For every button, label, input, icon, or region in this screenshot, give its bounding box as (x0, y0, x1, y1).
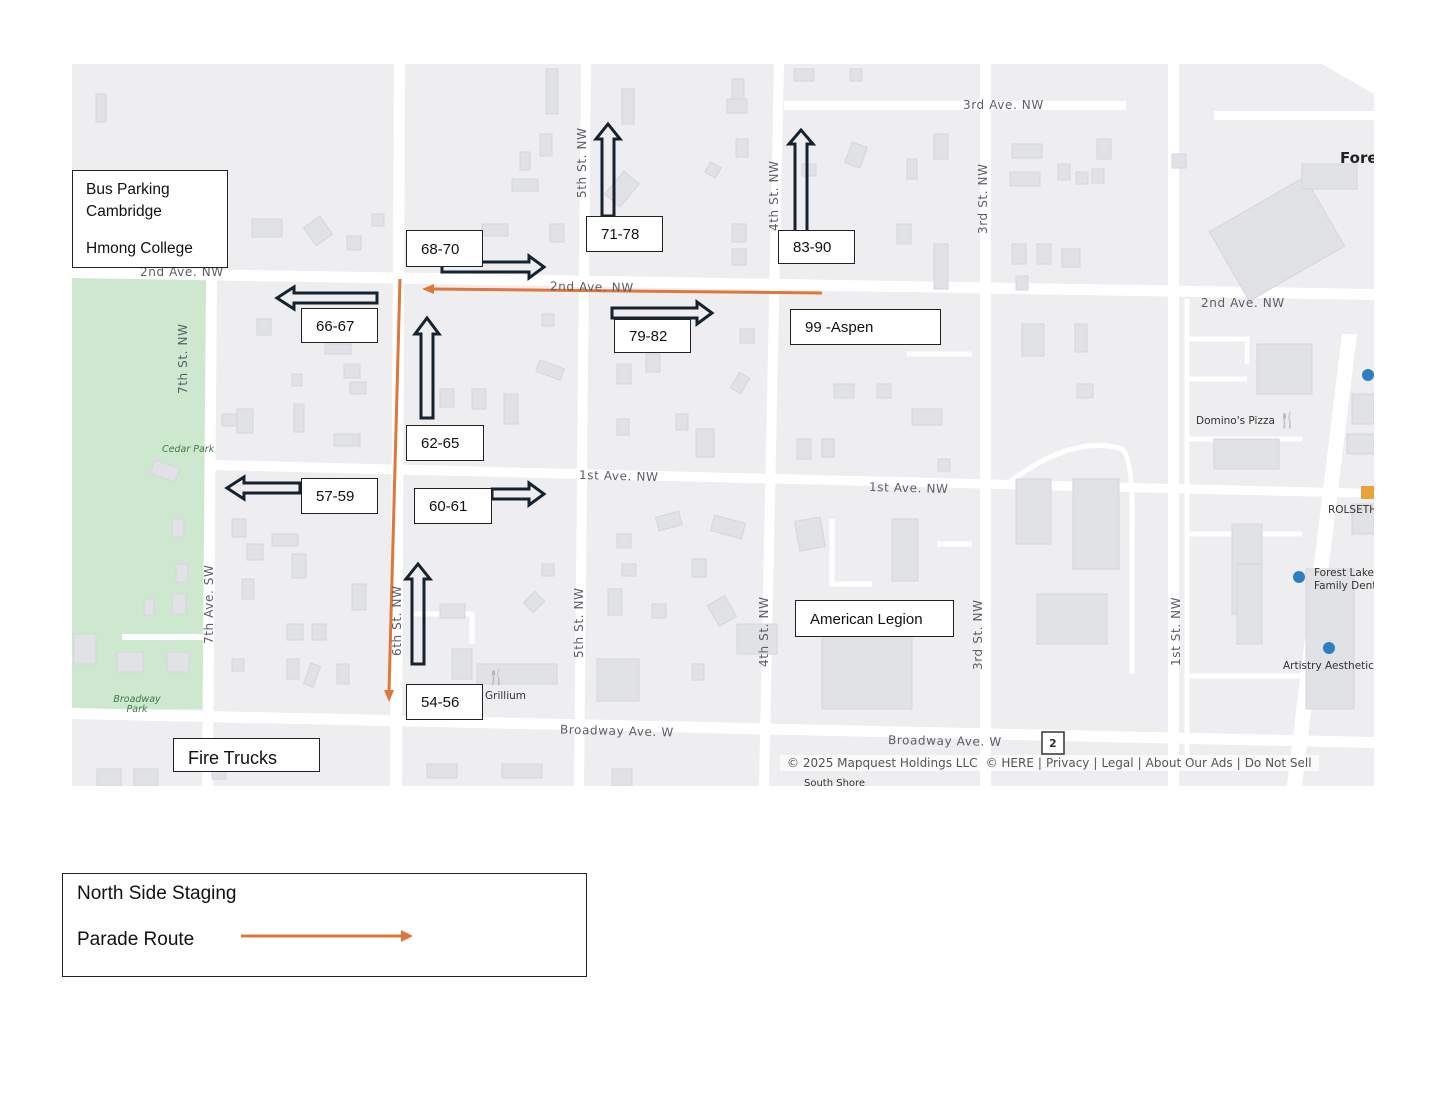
fourth-st-south-label: 4th St. NW (757, 596, 771, 667)
legend-route-label: Parade Route (77, 929, 195, 950)
staging-60-61: 60-61 (414, 488, 492, 524)
seventh-ave-sw-label: 7th Ave. SW (202, 564, 216, 644)
legend-route-arrow-icon (241, 930, 413, 942)
american-legion-label: American Legion (795, 600, 954, 637)
dominos-icon: 🍴 (1278, 411, 1297, 429)
route-shield (1041, 731, 1065, 755)
third-ave-label: 3rd Ave. NW (963, 98, 1044, 112)
staging-54-56: 54-56 (406, 684, 483, 720)
south-shore-label: South Shore (804, 778, 866, 786)
attribution-about-ads-link[interactable]: About Our Ads (1145, 756, 1233, 770)
poi-pins (1293, 369, 1374, 654)
fire-trucks-label: Fire Trucks (173, 738, 320, 772)
fourth-st-north-label: 4th St. NW (767, 160, 781, 231)
staging-66-67: 66-67 (301, 308, 378, 343)
second-ave-west-label: 2nd Ave. NW (140, 265, 224, 279)
first-st-label: 1st St. NW (1169, 596, 1183, 666)
sixth-st-label: 6th St. NW (390, 585, 404, 656)
buildings (73, 68, 1374, 786)
staging-99-aspen: 99 -Aspen (790, 309, 941, 345)
attribution-do-not-sell-link[interactable]: Do Not Sell (1244, 756, 1312, 770)
bus-parking-line3: Hmong College (86, 240, 193, 257)
fore-label: Fore (1340, 149, 1374, 167)
dominos-label: Domino's Pizza (1196, 415, 1275, 427)
cedar-park-label: Cedar Park (162, 444, 215, 455)
first-ave-east-label: 1st Ave. NW (868, 479, 949, 497)
legend-title: North Side Staging (77, 883, 237, 904)
staging-62-65: 62-65 (406, 425, 484, 461)
attribution-legal-link[interactable]: Legal (1101, 756, 1134, 770)
second-ave-mid-label: 2nd Ave. NW (549, 279, 634, 295)
attribution-here: © HERE (985, 756, 1034, 770)
streets (202, 64, 1374, 786)
third-st-south-label: 3rd St. NW (971, 599, 985, 670)
parade-route (384, 278, 823, 702)
first-ave-mid-label: 1st Ave. NW (578, 467, 659, 485)
forest-lake-family-label-2: Family Dent (1314, 580, 1374, 592)
bus-parking-line1: Bus Parking (86, 181, 170, 198)
grillium-icon: 🍴 (487, 668, 506, 686)
third-st-north-label: 3rd St. NW (976, 163, 990, 234)
seventh-st-label: 7th St. NW (176, 323, 190, 394)
rolseth-label: ROLSETH (1328, 504, 1374, 516)
forest-lake-family-label-1: Forest Lake (1314, 567, 1374, 579)
staging-57-59: 57-59 (301, 478, 378, 514)
attribution-privacy-link[interactable]: Privacy (1045, 756, 1090, 770)
map-attribution: © 2025 Mapquest Holdings LLC© HERE|Priva… (780, 755, 1319, 771)
legend: North Side Staging Parade Route (62, 873, 587, 977)
staging-arrows (224, 121, 817, 666)
map-base (72, 64, 1374, 786)
staging-79-82: 79-82 (614, 319, 691, 353)
map-area[interactable]: 3rd Ave. NW 2nd Ave. NW 2nd Ave. NW 2nd … (72, 64, 1374, 786)
artistry-label: Artistry Aesthetics (1283, 660, 1374, 672)
broadway-west-label: Broadway Ave. W (559, 722, 674, 740)
second-ave-east-label: 2nd Ave. NW (1201, 296, 1285, 310)
attribution-copyright: © 2025 Mapquest Holdings LLC (787, 756, 978, 770)
fifth-st-south-label: 5th St. NW (572, 587, 586, 658)
bus-parking-line2: Cambridge (86, 203, 162, 220)
grillium-label: Grillium (485, 690, 527, 702)
fifth-st-north-label: 5th St. NW (575, 127, 589, 198)
staging-71-78: 71-78 (586, 216, 663, 252)
route-shield-number: 2 (1049, 737, 1057, 750)
broadway-park-label: Broadway Park (113, 694, 161, 715)
staging-68-70: 68-70 (406, 230, 483, 267)
bus-parking-label: Bus Parking Cambridge Hmong College (72, 170, 228, 268)
broadway-east-label: Broadway Ave. W (887, 733, 1002, 749)
staging-83-90: 83-90 (778, 230, 855, 264)
